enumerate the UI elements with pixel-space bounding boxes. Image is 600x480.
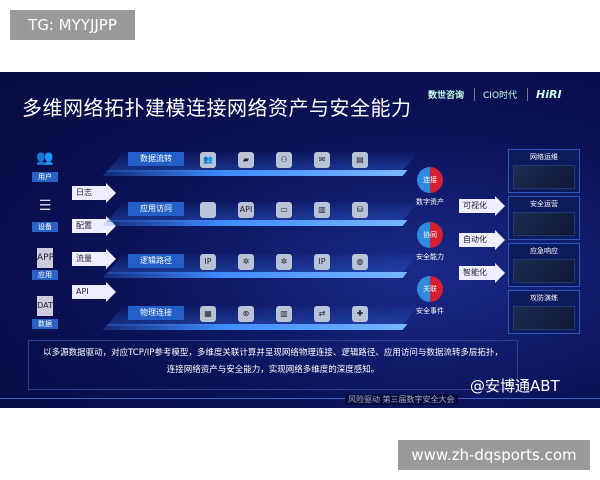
footer-line xyxy=(0,398,600,399)
layer-bar xyxy=(102,272,408,278)
topology-icon: ✚ xyxy=(352,306,368,322)
source-label: 数据 xyxy=(32,319,58,329)
users-icon: 👥 xyxy=(200,152,216,168)
network-icon: ✲ xyxy=(276,254,292,270)
mail-icon: ✉ xyxy=(314,152,330,168)
watermark: @安博通ABT xyxy=(470,377,560,395)
dat-file-icon: ▤ xyxy=(352,152,368,168)
input-arrow: 流量 xyxy=(72,249,116,269)
panel-title: 攻防演练 xyxy=(530,294,558,302)
panel-security-ops: 安全运营 xyxy=(508,196,580,240)
layer-label: 逻辑路径 xyxy=(128,254,184,268)
panel-title: 安全运营 xyxy=(530,200,558,208)
panel-network-ops: 网络运维 xyxy=(508,149,580,193)
api-file-icon: API xyxy=(238,202,254,218)
code-monitor-icon xyxy=(200,202,216,218)
panel-title: 应急响应 xyxy=(530,247,558,255)
logo-shushi: 数世咨询 xyxy=(428,91,465,101)
link-label: 安全事件 xyxy=(416,307,444,315)
ip-pin-icon: IP xyxy=(200,254,216,270)
switch-icon: ⊗ xyxy=(238,306,254,322)
logo-cio: CIO时代 xyxy=(474,88,517,101)
panel-screenshot xyxy=(513,306,575,330)
rack-icon: ▥ xyxy=(276,306,292,322)
output-arrow: 智能化 xyxy=(459,263,505,283)
overlay-url: www.zh-dqsports.com xyxy=(398,440,590,470)
devices-icon: ▦ xyxy=(200,306,216,322)
layer-bar xyxy=(102,220,408,226)
panel-screenshot xyxy=(513,165,575,189)
output-arrow: 自动化 xyxy=(459,230,505,250)
source-label: 设备 xyxy=(32,222,58,232)
logos: 数世咨询 CIO时代 HiRI xyxy=(428,88,562,101)
input-arrow: API xyxy=(72,282,116,302)
document-icon: ▥ xyxy=(314,202,330,218)
link-label: 数字资产 xyxy=(416,198,444,206)
server-icon: ☰ xyxy=(38,198,52,214)
input-arrow: 配置 xyxy=(72,216,116,236)
api-window-icon: ▭ xyxy=(276,202,292,218)
description-line: 以多源数据驱动，对应TCP/IP参考模型，多维度关联计算并呈现网络物理连接、逻辑… xyxy=(43,348,503,358)
org-icon: ⚇ xyxy=(276,152,292,168)
router-icon: ⇄ xyxy=(314,306,330,322)
database-icon: ⛁ xyxy=(352,202,368,218)
link-label: 安全能力 xyxy=(416,253,444,261)
description-line: 连接网络资产与安全能力，实现网络多维度的深度感知。 xyxy=(166,365,380,375)
slide-image: 多维网络拓扑建模连接网络资产与安全能力 数世咨询 CIO时代 HiRI 👥 用户… xyxy=(0,72,600,408)
layer-bar xyxy=(102,324,408,330)
panel-drill: 攻防演练 xyxy=(508,290,580,334)
source-label: 用户 xyxy=(32,172,58,182)
panel-screenshot xyxy=(513,212,575,236)
panel-emergency: 应急响应 xyxy=(508,243,580,287)
link-circle: 协同 xyxy=(417,222,443,248)
source-label: 应用 xyxy=(32,270,58,280)
layer-bar xyxy=(102,170,408,176)
layer-label: 物理连接 xyxy=(128,306,184,320)
output-arrow: 可视化 xyxy=(459,196,505,216)
link-circle: 关联 xyxy=(417,276,443,302)
ip-pin-icon: IP xyxy=(314,254,330,270)
network-icon: ✲ xyxy=(238,254,254,270)
panel-screenshot xyxy=(513,259,575,283)
layer-label: 应用访问 xyxy=(128,202,184,216)
app-file-icon: APP xyxy=(37,248,54,268)
folder-icon: ▰ xyxy=(238,152,254,168)
panel-title: 网络运维 xyxy=(530,153,558,161)
logo-hiri: HiRI xyxy=(527,88,562,101)
users-icon: 👥 xyxy=(36,150,54,166)
input-arrow: 日志 xyxy=(72,183,116,203)
dat-file-icon: DAT xyxy=(37,296,53,316)
overlay-tag: TG: MYYJJPP xyxy=(10,10,135,40)
link-circle: 连接 xyxy=(417,167,443,193)
layer-label: 数据流转 xyxy=(128,152,184,166)
slide-title: 多维网络拓扑建模连接网络资产与安全能力 xyxy=(22,96,412,120)
footer-text: 风险驱动 第三届数字安全大会 xyxy=(345,394,458,405)
description-box: 以多源数据驱动，对应TCP/IP参考模型，多维度关联计算并呈现网络物理连接、逻辑… xyxy=(28,340,518,390)
globe-icon: ◍ xyxy=(352,254,368,270)
